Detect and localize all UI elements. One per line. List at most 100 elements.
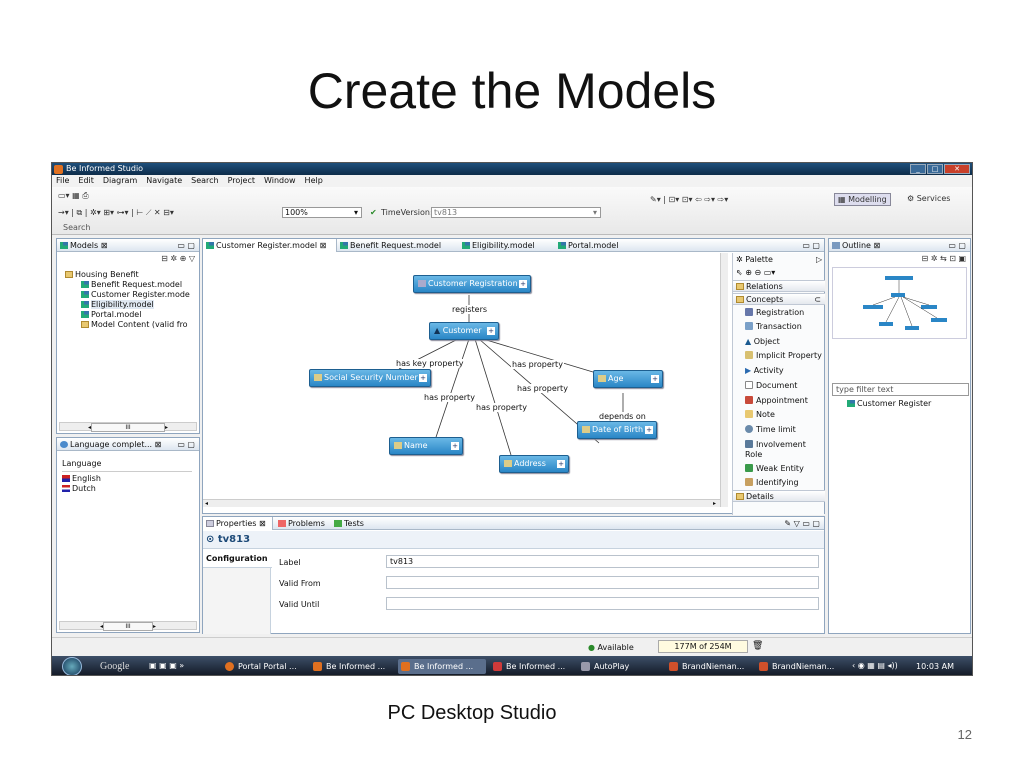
- implicit-property-icon: [745, 351, 753, 359]
- outline-thumbnail[interactable]: [832, 267, 967, 339]
- node-customer-registration[interactable]: Customer Registration+: [413, 275, 531, 293]
- menu-project[interactable]: Project: [227, 176, 255, 185]
- node-age[interactable]: Age+: [593, 370, 663, 388]
- tab-properties[interactable]: Properties ⊠: [203, 517, 273, 530]
- time-version-select[interactable]: tv813▾: [431, 207, 601, 218]
- task-be-informed-3[interactable]: Be Informed ...: [490, 659, 574, 674]
- powerpoint-icon: [669, 662, 678, 671]
- palette-item-identifying[interactable]: Identifying: [745, 478, 799, 488]
- start-button[interactable]: [62, 657, 82, 675]
- collapse-icon[interactable]: ⊙: [206, 534, 218, 545]
- search-label: Search: [63, 223, 91, 232]
- outline-toolbar-icon[interactable]: ⊟ ✲ ⇆ ⊡ ▣: [921, 254, 966, 263]
- tray-icons[interactable]: ‹ ◉ ▦ ▤ ◂)): [852, 661, 898, 670]
- view-min-max-icon[interactable]: ▭ ▢: [948, 241, 966, 250]
- side-tab-configuration[interactable]: Configuration: [203, 550, 272, 568]
- canvas-vscrollbar[interactable]: [720, 253, 728, 507]
- task-be-informed-2[interactable]: Be Informed ...: [398, 659, 486, 674]
- zoom-select[interactable]: 100%▾: [282, 207, 362, 218]
- nav-arrows-icon[interactable]: →▾ | ⧉ | ✲▾ ⊞▾ ⊶▾ | ⊢ ⟋ ✕ ⊟▾: [58, 208, 174, 217]
- menu-help[interactable]: Help: [304, 176, 323, 185]
- outline-view: Outline ⊠ ▭ ▢ ⊟ ✲ ⇆ ⊡ ▣ type filter text…: [828, 238, 971, 634]
- maximize-button[interactable]: □: [927, 164, 943, 174]
- editor-min-max-icon[interactable]: ▭ ▢: [802, 241, 820, 250]
- menu-navigate[interactable]: Navigate: [146, 176, 183, 185]
- label-input[interactable]: tv813: [386, 555, 819, 568]
- property-icon: [582, 426, 590, 433]
- property-icon: [504, 460, 512, 467]
- menu-diagram[interactable]: Diagram: [102, 176, 138, 185]
- node-address[interactable]: Address+: [499, 455, 569, 473]
- properties-min-max-icon[interactable]: ✎ ▽ ▭ ▢: [784, 519, 820, 528]
- quick-launch-icons[interactable]: ▣ ▣ ▣ »: [149, 661, 185, 670]
- models-tab[interactable]: Models: [70, 241, 99, 250]
- language-dutch[interactable]: Dutch: [62, 484, 192, 494]
- involvement-role-icon: [745, 440, 753, 448]
- perspective-modelling[interactable]: ▦ Modelling: [834, 193, 891, 206]
- palette-item-time-limit[interactable]: Time limit: [745, 425, 796, 435]
- view-toolbar-icon[interactable]: ⊟ ✲ ⊕ ▽: [161, 254, 195, 263]
- tab-customer-register[interactable]: Customer Register.model ⊠: [203, 239, 337, 252]
- palette-item-activity[interactable]: ▶ Activity: [745, 366, 784, 375]
- language-english[interactable]: English: [62, 474, 192, 484]
- view-min-max-icon[interactable]: ▭ ▢: [177, 241, 195, 250]
- diagram-canvas[interactable]: Customer Registration+ registers ▲ Custo…: [203, 253, 728, 507]
- node-social-security-number[interactable]: Social Security Number+: [309, 369, 431, 387]
- new-icon[interactable]: ▭▾ ▦ ⎙: [58, 191, 89, 200]
- horizontal-scrollbar[interactable]: ◂III▸: [59, 621, 197, 631]
- horizontal-scrollbar[interactable]: ◂III▸: [59, 422, 197, 432]
- tree-item[interactable]: Benefit Request.model: [65, 280, 190, 290]
- palette-item-involvement-role[interactable]: Involvement Role: [745, 440, 806, 459]
- palette-section-details[interactable]: Details: [733, 490, 825, 502]
- google-search-box[interactable]: Google: [100, 661, 130, 672]
- task-portal[interactable]: Portal Portal ...: [222, 659, 306, 674]
- tree-item[interactable]: Portal.model: [65, 310, 190, 320]
- view-min-max-icon[interactable]: ▭ ▢: [177, 440, 195, 449]
- palette-item-document[interactable]: Document: [745, 381, 797, 391]
- perspective-services[interactable]: ⚙ Services: [907, 194, 951, 203]
- language-tab[interactable]: Language complet...: [70, 440, 153, 449]
- tree-item[interactable]: Model Content (valid fro: [65, 320, 190, 330]
- palette-item-appointment[interactable]: Appointment: [745, 396, 808, 406]
- menu-search[interactable]: Search: [191, 176, 219, 185]
- tab-eligibility[interactable]: Eligibility.model: [459, 239, 535, 252]
- palette-item-implicit-property[interactable]: Implicit Property: [745, 351, 822, 361]
- tab-tests[interactable]: Tests: [331, 517, 364, 530]
- palette-section-concepts[interactable]: Concepts⊂: [733, 293, 825, 305]
- outline-filter-input[interactable]: type filter text: [832, 383, 969, 396]
- minimize-button[interactable]: _: [910, 164, 926, 174]
- menu-edit[interactable]: Edit: [78, 176, 94, 185]
- tree-folder[interactable]: Housing Benefit: [65, 270, 190, 280]
- palette-tools[interactable]: ⇖ ⊕ ⊖ ▭▾: [736, 268, 776, 277]
- palette-section-relations[interactable]: Relations: [733, 280, 825, 292]
- canvas-hscrollbar[interactable]: ◂▸: [203, 499, 728, 507]
- tree-item-selected[interactable]: Eligibility.model: [65, 300, 190, 310]
- valid-until-input[interactable]: [386, 597, 819, 610]
- tab-portal[interactable]: Portal.model: [555, 239, 618, 252]
- node-date-of-birth[interactable]: Date of Birth+: [577, 421, 657, 439]
- outline-item[interactable]: Customer Register: [847, 399, 931, 409]
- toolbar-actions-icon[interactable]: ✎▾ | ⊡▾ ⊡▾ ⇦ ⇨▾ ⇨▾: [650, 195, 729, 204]
- menu-window[interactable]: Window: [264, 176, 296, 185]
- tab-problems[interactable]: Problems: [275, 517, 325, 530]
- palette-item-object[interactable]: ▲ Object: [745, 337, 780, 346]
- palette-item-registration[interactable]: Registration: [745, 308, 804, 318]
- palette-item-note[interactable]: Note: [745, 410, 775, 420]
- powerpoint-icon: [759, 662, 768, 671]
- task-brandnieman-2[interactable]: BrandNieman...: [756, 659, 846, 674]
- palette-item-weak-entity[interactable]: Weak Entity: [745, 464, 804, 474]
- tab-benefit-request[interactable]: Benefit Request.model: [337, 239, 441, 252]
- task-brandnieman-1[interactable]: BrandNieman...: [666, 659, 752, 674]
- close-button[interactable]: ✕: [944, 164, 970, 174]
- task-be-informed-1[interactable]: Be Informed ...: [310, 659, 394, 674]
- node-name[interactable]: Name+: [389, 437, 463, 455]
- tree-item[interactable]: Customer Register.mode: [65, 290, 190, 300]
- task-autoplay[interactable]: AutoPlay: [578, 659, 662, 674]
- node-customer[interactable]: ▲ Customer+: [429, 322, 499, 340]
- status-bar: ● Available 177M of 254M 🗑: [52, 637, 972, 655]
- palette-item-transaction[interactable]: Transaction: [745, 322, 802, 332]
- garbage-collect-icon[interactable]: 🗑: [752, 641, 764, 651]
- valid-from-input[interactable]: [386, 576, 819, 589]
- outline-tab[interactable]: Outline: [842, 241, 871, 250]
- menu-file[interactable]: File: [56, 176, 70, 185]
